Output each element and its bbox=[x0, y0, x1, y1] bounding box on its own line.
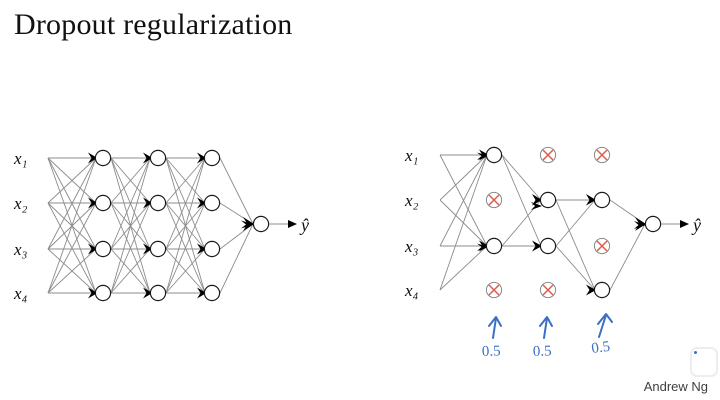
dropout-network-kept-nodes bbox=[485, 146, 662, 299]
full-network-input-label-x3: x₃ bbox=[13, 240, 28, 259]
full-network-group: x₁ x₂ x₃ x₄ ŷ bbox=[13, 149, 309, 303]
full-network-arrowheads-l1 bbox=[88, 152, 98, 299]
full-network-arrowhead-out bbox=[241, 217, 254, 231]
dropout-network-arrowheads bbox=[477, 149, 646, 296]
full-network-arrowheads-l3 bbox=[197, 152, 207, 299]
dropout-network-output-arrow bbox=[661, 220, 689, 228]
dropped-node bbox=[593, 146, 611, 164]
keep-prob-arrow bbox=[597, 313, 613, 338]
dropout-network-group: x₁ x₂ x₃ x₄ ŷ bbox=[404, 146, 701, 300]
dropped-node bbox=[485, 191, 503, 209]
keep-prob-annotations bbox=[488, 313, 613, 339]
full-network-output-label: ŷ bbox=[299, 215, 309, 235]
dropout-network-edges-input-l1 bbox=[439, 154, 488, 291]
dropped-node bbox=[485, 281, 503, 299]
full-network-output-arrow bbox=[269, 220, 297, 228]
dropped-node bbox=[593, 237, 611, 255]
dropout-network-edges-l2-l3 bbox=[555, 199, 596, 291]
full-network-input-label-x4: x₄ bbox=[13, 284, 28, 303]
dropout-network-dropped-nodes bbox=[485, 146, 611, 299]
dropout-network-input-label-x3: x₃ bbox=[404, 237, 419, 256]
full-network-edges-l2-l3 bbox=[165, 157, 206, 294]
cursor-dot-icon bbox=[694, 351, 697, 354]
dropped-node bbox=[539, 146, 557, 164]
full-network-edges-input-l1 bbox=[47, 157, 97, 294]
page-title: Dropout regularization bbox=[14, 8, 293, 41]
attribution-label: Andrew Ng bbox=[643, 379, 708, 394]
full-network-edges-l3-out bbox=[219, 157, 254, 294]
dropout-network-edges-l1-l2 bbox=[501, 154, 542, 247]
full-network-arrowheads-l2 bbox=[143, 152, 153, 299]
full-network-input-stubs bbox=[48, 157, 95, 294]
keep-prob-label-layer2: 0.5 bbox=[533, 343, 552, 360]
dropped-node bbox=[539, 281, 557, 299]
keep-prob-label-layer1: 0.5 bbox=[482, 343, 501, 360]
dropout-network-input-label-x2: x₂ bbox=[404, 191, 419, 210]
full-network-input-label-x1: x₁ bbox=[13, 149, 27, 168]
keep-prob-arrow bbox=[488, 316, 502, 339]
full-network-edges-l1-l2 bbox=[110, 157, 151, 294]
dropout-network-output-label: ŷ bbox=[691, 215, 701, 235]
full-network-nodes bbox=[94, 149, 270, 302]
full-network-input-label-x2: x₂ bbox=[13, 194, 28, 213]
dropout-network-edges-l3-out bbox=[609, 199, 646, 291]
keep-prob-label-layer3: 0.5 bbox=[591, 339, 612, 357]
dropout-network-input-label-x4: x₄ bbox=[404, 281, 419, 300]
keep-prob-arrow bbox=[539, 316, 553, 339]
dropout-network-input-label-x1: x₁ bbox=[404, 146, 418, 165]
